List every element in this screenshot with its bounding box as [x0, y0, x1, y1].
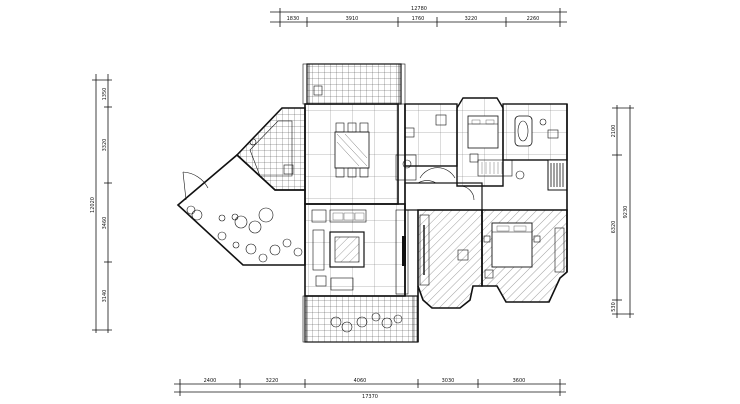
top-dimension-label: 1760	[412, 16, 425, 22]
bottom-balcony	[302, 295, 419, 343]
right-dimension-label: 530	[611, 302, 617, 312]
top-dimension-label: 2260	[527, 16, 540, 22]
dining-area	[304, 103, 417, 205]
living-room	[304, 203, 409, 297]
bathroom	[404, 103, 458, 179]
left-dimension-label: 1350	[102, 88, 108, 101]
right-dimension-chain: 2100 6320 530 9230	[611, 105, 634, 318]
top-dimension-label: 3220	[465, 16, 478, 22]
top-dimension-label: 3910	[346, 16, 359, 22]
wardrobe	[547, 159, 568, 191]
top-balcony	[302, 63, 406, 105]
kitchen-area	[235, 107, 306, 191]
plan-body	[176, 63, 568, 343]
left-dimension-chain: 12020 1350 3320 3460 3140	[90, 74, 112, 333]
left-total-dimension: 12020	[90, 197, 96, 213]
right-total-dimension: 9230	[623, 206, 629, 219]
bottom-dimension-label: 4060	[354, 378, 367, 384]
left-dimension-label: 3140	[102, 290, 108, 303]
right-dimension-label: 6320	[611, 221, 617, 234]
bottom-dimension-label: 3030	[442, 378, 455, 384]
left-dimension-label: 3320	[102, 139, 108, 152]
bottom-dimension-label: 2400	[204, 378, 217, 384]
right-dimension-label: 2100	[611, 125, 617, 138]
bottom-dimension-label: 3220	[266, 378, 279, 384]
top-total-dimension: 12780	[411, 6, 427, 12]
bedroom-right	[481, 209, 568, 303]
left-dimension-label: 3460	[102, 217, 108, 230]
top-dimension-chain: 12780 1830 3910 1760 3220 2260	[270, 6, 567, 27]
bottom-dimension-chain: 2400 3220 4060 3030 3600 17370	[174, 378, 566, 400]
bedroom-center	[417, 209, 483, 309]
bottom-dimension-label: 3600	[513, 378, 526, 384]
top-dimension-label: 1830	[287, 16, 300, 22]
bedroom-top	[456, 97, 513, 187]
bottom-total-dimension: 17370	[362, 394, 378, 400]
